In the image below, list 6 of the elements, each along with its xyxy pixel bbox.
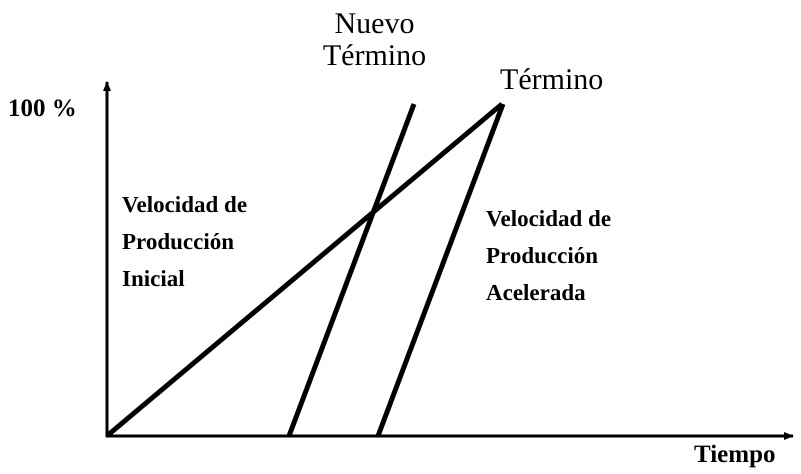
axis-label: Velocidad de Producción Inicial	[122, 191, 248, 293]
axis-label: Velocidad de Producción Acelerada	[486, 205, 612, 307]
axis-label: 100 %	[8, 94, 77, 124]
axis-label: Tiempo	[694, 441, 776, 469]
axis-label: Término	[500, 62, 604, 98]
axis-label: Nuevo Término	[322, 8, 428, 72]
